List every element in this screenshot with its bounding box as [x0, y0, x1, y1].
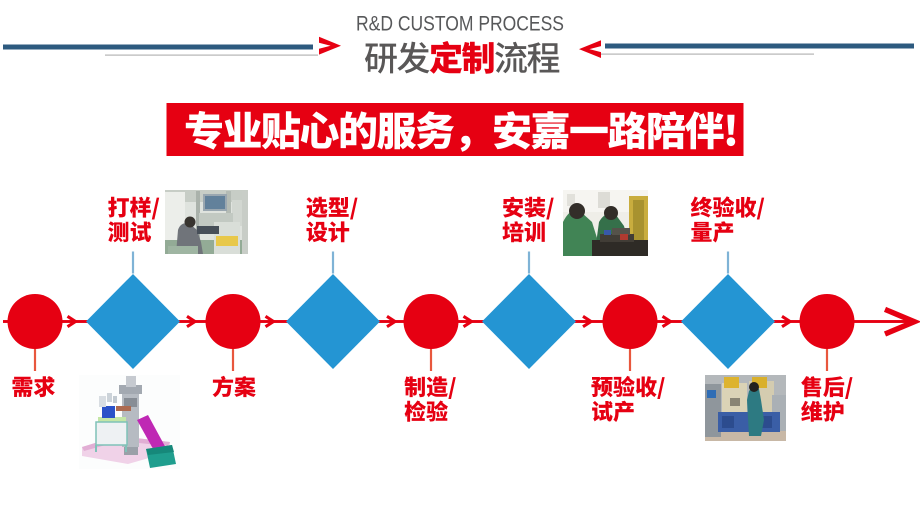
svg-text:R&D CUSTOM PROCESS: R&D CUSTOM PROCESS [356, 13, 564, 36]
